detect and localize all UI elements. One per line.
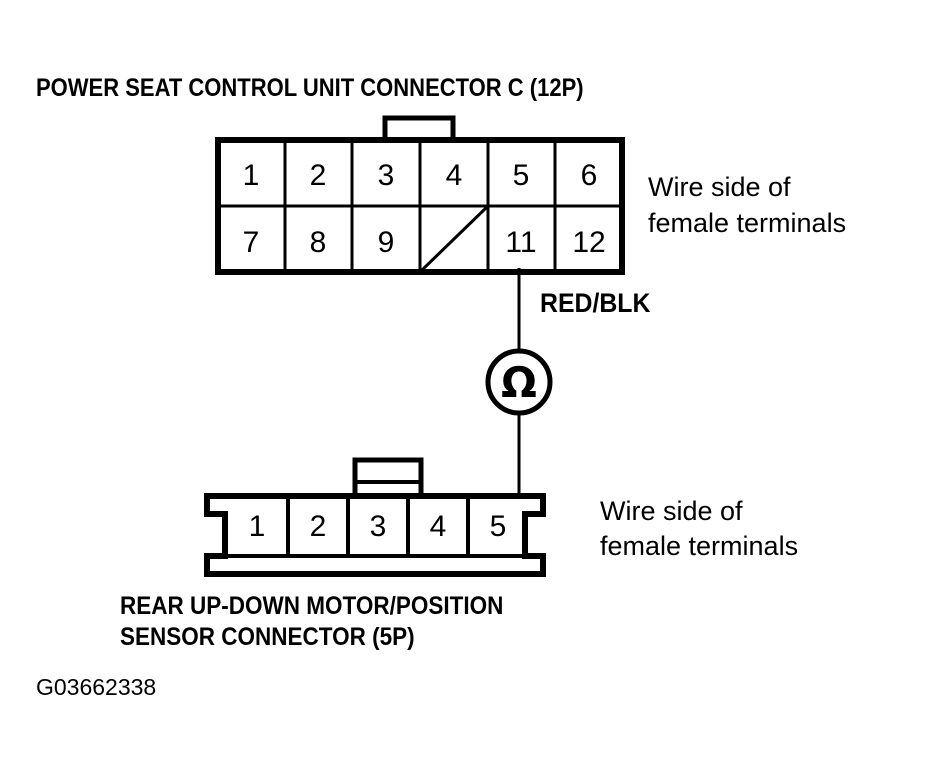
rear-up-down-motor-position-sensor-connector-5p: 1 2 3 4 5	[204, 457, 546, 577]
top-connector-note-line1: Wire side of	[648, 172, 791, 202]
blank-terminal-slash	[419, 205, 489, 273]
pin-number-4: 4	[430, 510, 447, 543]
power-seat-control-unit-connector-c-12p: 1 2 3 4 5 6 7 8 9 11 12	[215, 115, 625, 275]
pin-number-4: 4	[446, 159, 463, 192]
pin-number-1: 1	[243, 159, 260, 192]
pin-number-3: 3	[370, 510, 387, 543]
pin-number-12: 12	[572, 226, 605, 259]
pin-number-11: 11	[505, 226, 536, 259]
pin-number-8: 8	[310, 226, 327, 259]
pin-number-1: 1	[249, 510, 266, 543]
pin-number-9: 9	[378, 226, 395, 259]
pin-number-5: 5	[490, 510, 507, 543]
bottom-connector-note-line2: female terminals	[600, 531, 799, 561]
pin-number-2: 2	[310, 510, 327, 543]
pin-number-2: 2	[310, 159, 327, 192]
pin-number-7: 7	[243, 226, 260, 259]
top-connector-note-line2: female terminals	[648, 208, 847, 238]
top-connector-title: POWER SEAT CONTROL UNIT CONNECTOR C (12P…	[36, 74, 584, 102]
pin-number-3: 3	[378, 159, 395, 192]
bottom-connector-title-line1: REAR UP-DOWN MOTOR/POSITION	[120, 592, 504, 620]
connector-top-tab	[382, 115, 456, 143]
test-lead-wire-with-ohmmeter: Ω	[485, 268, 553, 500]
connector-top-tab	[352, 457, 424, 499]
wire-color-label: RED/BLK	[540, 288, 651, 318]
bottom-connector-note-line1: Wire side of	[600, 496, 743, 526]
pin-number-5: 5	[513, 159, 530, 192]
pin-number-6: 6	[581, 159, 598, 192]
ohm-symbol-icon: Ω	[501, 358, 537, 407]
figure-id-label: G03662338	[36, 674, 157, 700]
bottom-connector-title-line2: SENSOR CONNECTOR (5P)	[120, 623, 415, 651]
